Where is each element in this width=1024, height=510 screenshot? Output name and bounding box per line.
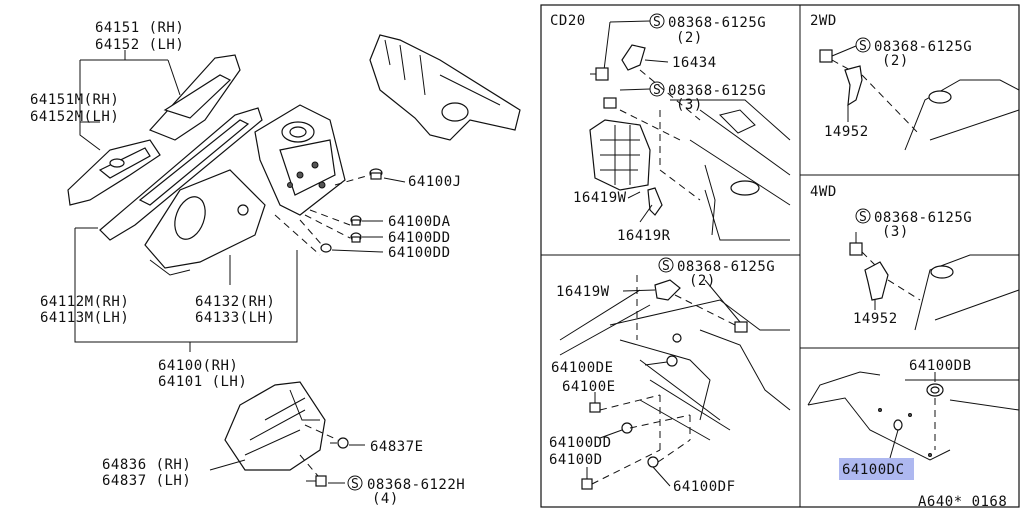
cd20-title: CD20 [550, 13, 586, 29]
4wd-bolt-qty: (3) [882, 224, 909, 240]
label-64836: 64836 (RH) [102, 457, 191, 473]
label-64100d: 64100D [549, 452, 603, 468]
screw-64837e [330, 437, 349, 449]
svg-text:S: S [859, 39, 867, 54]
2wd-title: 2WD [810, 13, 837, 29]
diagram-code: A640* 0168 [918, 494, 1007, 510]
bolt-6122h [306, 475, 327, 487]
clip-detail: 64100DB 64100DC [807, 358, 1020, 480]
label-64100j: 64100J [408, 174, 462, 190]
svg-text:S: S [662, 259, 670, 274]
highlight-64100dc [839, 458, 914, 480]
label-64100dd-b: 64100DD [388, 245, 451, 261]
label-64100dc: 64100DC [842, 462, 905, 478]
label-64152: 64152 (LH) [95, 37, 184, 53]
dash-panel [369, 34, 521, 141]
4wd-title: 4WD [810, 184, 837, 200]
svg-text:S: S [653, 83, 661, 98]
label-64100dd-lower: 64100DD [549, 435, 612, 451]
svg-text:S: S [653, 15, 661, 30]
4wd-bolt: 08368-6125G [874, 210, 972, 226]
label-64151m: 64151M(RH) [30, 92, 119, 108]
label-14952-2wd: 14952 [824, 124, 869, 140]
label-64100de: 64100DE [551, 360, 614, 376]
label-64112m: 64112M(RH) [40, 294, 129, 310]
label-64100: 64100(RH) [158, 358, 238, 374]
label-14952-4wd: 14952 [853, 311, 898, 327]
label-64132: 64132(RH) [195, 294, 275, 310]
label-64101: 64101 (LH) [158, 374, 247, 390]
label-bolt-6122h: 08368-6122H [367, 477, 465, 493]
circled-s-icon: S [649, 13, 665, 30]
lower-detail: S 08368-6125G (2) 16419W 64100DE 64100E … [549, 257, 791, 495]
clip-64100dd-upper [350, 232, 362, 243]
label-16419w-lower: 16419W [556, 284, 610, 300]
2wd-bolt: 08368-6125G [874, 39, 972, 55]
clip-64100da [350, 215, 362, 226]
label-64100db: 64100DB [909, 358, 972, 374]
clip-64100dd-lower [320, 243, 332, 253]
detail-frame [540, 4, 1020, 508]
label-64100e: 64100E [562, 379, 616, 395]
4wd-detail: 4WD S 08368-6125G (3) 14952 [810, 184, 1020, 331]
main-assembly [67, 34, 521, 487]
label-bolt-6122h-qty: (4) [372, 491, 399, 507]
label-64100da: 64100DA [388, 214, 451, 230]
circled-s-icon: S [649, 81, 665, 98]
grommet-64100j [369, 168, 383, 180]
lower-bolt-qty: (2) [689, 273, 716, 289]
label-64151: 64151 (RH) [95, 20, 184, 36]
cd20-bolt-b-qty: (3) [676, 97, 703, 113]
lower-bolt: 08368-6125G [677, 259, 775, 275]
cd20-bolt-b: 08368-6125G [668, 83, 766, 99]
circled-s-icon: S [347, 475, 363, 492]
cd20-bolt-a: 08368-6125G [668, 15, 766, 31]
label-64152m: 64152M(LH) [30, 109, 119, 125]
circled-s-icon: S [855, 208, 871, 225]
cd20-bolt-a-qty: (2) [676, 30, 703, 46]
label-16419r: 16419R [617, 228, 671, 244]
svg-text:S: S [859, 210, 867, 225]
circled-s-icon: S [658, 257, 674, 274]
label-16419w-cd20: 16419W [573, 190, 627, 206]
label-64100df: 64100DF [673, 479, 736, 495]
cd20-detail: CD20 S 08368-6125G (2) 16434 S 08368-612… [550, 13, 791, 244]
label-64100dd-a: 64100DD [388, 230, 451, 246]
label-64113m: 64113M(LH) [40, 310, 129, 326]
svg-text:S: S [351, 477, 359, 492]
wheel-arch-panel [144, 169, 266, 269]
label-64837e: 64837E [370, 439, 424, 455]
label-16434: 16434 [672, 55, 717, 71]
2wd-detail: 2WD S 08368-6125G (2) 14952 [810, 13, 1020, 151]
label-64837: 64837 (LH) [102, 473, 191, 489]
circled-s-icon: S [855, 37, 871, 54]
2wd-bolt-qty: (2) [882, 53, 909, 69]
label-64133: 64133(LH) [195, 310, 275, 326]
